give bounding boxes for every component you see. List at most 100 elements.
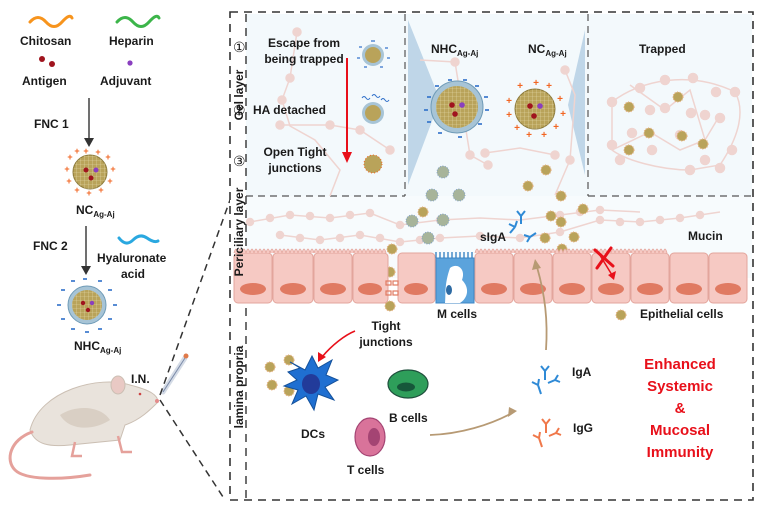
svg-text:+: + <box>546 81 552 92</box>
dc-cell-icon <box>282 354 340 412</box>
tight-junction-marks <box>385 280 399 296</box>
epithelium <box>233 248 748 304</box>
nhc-particle-icon <box>57 278 117 333</box>
step1-line2: being trapped <box>264 52 344 66</box>
small-particles <box>264 91 709 397</box>
svg-text:+: + <box>74 185 79 195</box>
gel-nc-label-sub: Ag-Aj <box>545 49 567 58</box>
heparin-label: Heparin <box>109 34 154 48</box>
outcome-line: Immunity <box>646 444 714 461</box>
epithelial-cells-label: Epithelial cells <box>640 307 724 321</box>
gel-nhc-label-sub: Ag-Aj <box>457 49 479 58</box>
hyaluronate-icon <box>117 234 160 245</box>
nc-label-sub: Ag-Aj <box>93 210 115 219</box>
step2-number: ② <box>233 102 246 118</box>
fnc2-label: FNC 2 <box>33 239 68 253</box>
svg-text:+: + <box>560 109 566 120</box>
zoom-guide-line <box>159 199 230 396</box>
outcome-line: Mucosal <box>649 422 710 439</box>
svg-text:+: + <box>541 130 547 141</box>
step2-line1: HA detached <box>253 103 326 117</box>
periciliary-layer-label: Periciliary layer <box>232 187 246 277</box>
svg-text:+: + <box>95 147 100 157</box>
nhc-label-sub: Ag-Aj <box>100 346 122 355</box>
lamina-propria-label: lamina propria <box>232 345 246 429</box>
svg-text:+: + <box>67 152 72 162</box>
svg-text:+: + <box>506 96 512 107</box>
outcome-line: Systemic <box>647 378 713 395</box>
siga-label: sIgA <box>480 230 507 244</box>
outcome-text: Enhanced Systemic & Mucosal Immunity <box>626 354 734 464</box>
m-cell-icon <box>435 252 475 304</box>
svg-text:+: + <box>110 164 115 174</box>
svg-text:+: + <box>526 130 532 141</box>
b-cell-to-antibody-arrow <box>429 412 513 436</box>
mesh-pore <box>568 30 585 175</box>
b-cell-icon <box>387 369 429 399</box>
gel-nc-particle-icon: ++++ ++++ +++ <box>506 78 566 141</box>
step1-line1: Escape from <box>267 36 341 50</box>
hyaluronate-label-line1: Hyaluronate <box>97 251 167 265</box>
step1-number: ① <box>233 39 246 55</box>
svg-text:+: + <box>66 176 71 186</box>
transcytosis-arrow <box>536 266 548 351</box>
fnc1-label: FNC 1 <box>34 117 69 131</box>
step2-ha-detached-particle-icon <box>361 94 390 124</box>
step3-line1: Open Tight <box>263 145 327 159</box>
svg-text:+: + <box>86 188 91 198</box>
outcome-line: Enhanced <box>644 356 716 373</box>
step3-nc-particle-icon <box>363 154 383 174</box>
gel-nhc-label-main: NHC <box>431 42 457 56</box>
m-cells-label: M cells <box>437 307 478 321</box>
nhc-label-main: NHC <box>74 339 100 353</box>
antigen-icon <box>39 56 45 62</box>
antigen-icon <box>49 61 55 67</box>
hyaluronate-label-line2: acid <box>121 267 146 281</box>
nc-particle-icon: +++ +++ +++ +++ <box>64 146 115 198</box>
svg-text:+: + <box>553 122 559 133</box>
svg-text:+: + <box>107 176 112 186</box>
adjuvant-icon <box>127 60 133 66</box>
iga-antibody-icon <box>531 365 561 395</box>
outcome-line: & <box>674 400 686 417</box>
svg-text:+: + <box>64 164 69 174</box>
t-cells-label: T cells <box>347 463 385 477</box>
zoom-guide-line <box>159 399 226 501</box>
svg-text:+: + <box>533 78 539 89</box>
mucin-label: Mucin <box>688 229 723 243</box>
t-cell-icon <box>354 417 386 457</box>
step3-line2: junctions <box>268 161 322 175</box>
blocked-x-icon <box>593 246 615 270</box>
tight-junctions-label-line2: junctions <box>359 335 413 349</box>
step1-nhc-particle-icon <box>357 40 390 68</box>
b-cells-label: B cells <box>389 411 428 425</box>
nhc-label: NHCAg-Aj <box>74 339 121 358</box>
adjuvant-label: Adjuvant <box>100 74 152 88</box>
svg-text:+: + <box>514 123 520 134</box>
svg-text:+: + <box>105 152 110 162</box>
svg-text:+: + <box>98 185 103 195</box>
heparin-icon <box>115 14 161 28</box>
gel-nhc-particle-icon <box>424 79 489 138</box>
nc-label: NCAg-Aj <box>76 203 115 222</box>
gel-layer-label: Gel layer <box>232 69 246 121</box>
iga-label: IgA <box>572 365 592 379</box>
dcs-label: DCs <box>301 427 326 441</box>
trapped-label: Trapped <box>639 42 686 56</box>
svg-text:+: + <box>557 94 563 105</box>
synthesis-graphics: +++ +++ +++ +++ <box>8 14 230 501</box>
gel-nc-label: NCAg-Aj <box>528 42 567 61</box>
chitosan-label: Chitosan <box>20 34 72 48</box>
step3-number: ③ <box>233 153 246 169</box>
svg-text:+: + <box>506 110 512 121</box>
gel-nc-label-main: NC <box>528 42 546 56</box>
svg-text:+: + <box>517 81 523 92</box>
route-label: I.N. <box>131 372 150 386</box>
siga-icon <box>508 210 537 243</box>
pipette-icon <box>160 353 189 395</box>
gel-nhc-label: NHCAg-Aj <box>431 42 478 61</box>
svg-text:+: + <box>83 146 88 156</box>
igg-antibody-icon <box>532 418 562 448</box>
svg-text:+: + <box>74 146 79 156</box>
antigen-label: Antigen <box>22 74 67 88</box>
